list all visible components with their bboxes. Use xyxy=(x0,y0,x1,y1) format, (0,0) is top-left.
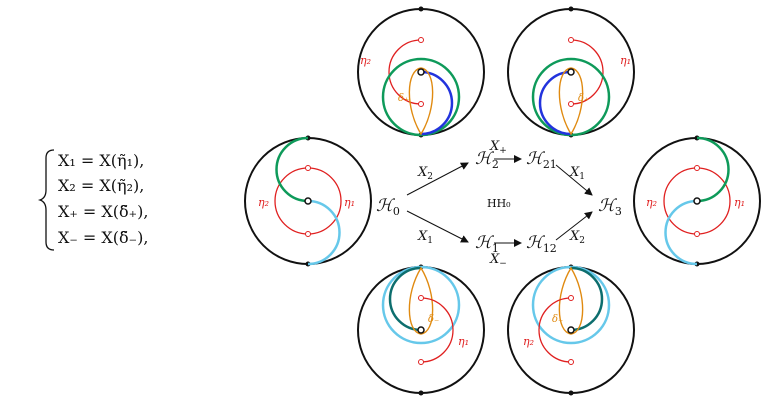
edge-label-x2-right: X2 xyxy=(569,229,585,246)
node-h1: ℋ1 xyxy=(475,233,499,255)
edge-label-x-plus: X+ xyxy=(489,139,507,156)
label-eta2-mr: η₂ xyxy=(646,196,657,209)
label-eta2: η₂ xyxy=(360,54,371,67)
node-h12: ℋ12 xyxy=(526,233,557,255)
label-eta1-ml: η₁ xyxy=(344,196,355,209)
equation-system: X₁ = X(η̃₁), X₂ = X(η̃₂), X₊ = X(δ̃₊), X… xyxy=(37,149,148,251)
label-delta-plus: δ₊ xyxy=(398,93,409,104)
disk-middle-right: η₂ η₁ xyxy=(633,135,761,267)
label-eta1-bl: η₁ xyxy=(458,335,469,348)
disk-top-left: η₂ δ₊ xyxy=(357,6,485,138)
node-h21: ℋ21 xyxy=(526,149,557,171)
disk-top-right: η₁ δ₊ xyxy=(507,6,635,138)
equation-x1: X₁ = X(η̃₁), xyxy=(58,151,144,170)
node-h3: ℋ3 xyxy=(598,196,622,218)
arrow-h0-h2 xyxy=(406,162,469,196)
label-eta1-mr: η₁ xyxy=(734,196,745,209)
label-delta-plus-2: δ₊ xyxy=(578,93,589,104)
disk-bottom-right: η₂ δ₋ xyxy=(507,264,635,396)
label-eta1: η₁ xyxy=(620,54,631,67)
node-h2: ℋ2 xyxy=(475,149,499,171)
disk-bottom-left: η₁ δ₋ xyxy=(357,264,485,396)
label-eta2-br: η₂ xyxy=(523,335,534,348)
node-h0: ℋ0 xyxy=(376,196,400,218)
disk-middle-left: η₂ η₁ xyxy=(244,135,372,267)
equation-x-plus: X₊ = X(δ̃₊), xyxy=(58,202,148,221)
edge-label-x1-right: X1 xyxy=(569,165,585,182)
edge-label-x1-left: X1 xyxy=(417,229,433,246)
commutative-diagram: ℋ0 ℋ2 ℋ1 ℋ21 ℋ12 ℋ3 X2 X1 X+ X− X1 X2 HH… xyxy=(376,139,622,269)
center-label-hh0: HH₀ xyxy=(487,197,511,210)
edge-label-x2-left: X2 xyxy=(417,165,433,182)
arrow-h0-h1 xyxy=(406,210,469,243)
label-delta-minus: δ₋ xyxy=(428,314,439,325)
label-delta-minus-2: δ₋ xyxy=(552,314,563,325)
left-brace xyxy=(37,149,55,251)
equation-x2: X₂ = X(η̃₂), xyxy=(58,176,144,195)
equation-x-minus: X₋ = X(δ̃₋), xyxy=(58,228,148,247)
arrow-h12-h3 xyxy=(555,211,593,241)
edge-label-x-minus: X− xyxy=(489,252,507,269)
label-eta2-ml: η₂ xyxy=(258,196,269,209)
arrow-h21-h3 xyxy=(555,164,593,196)
